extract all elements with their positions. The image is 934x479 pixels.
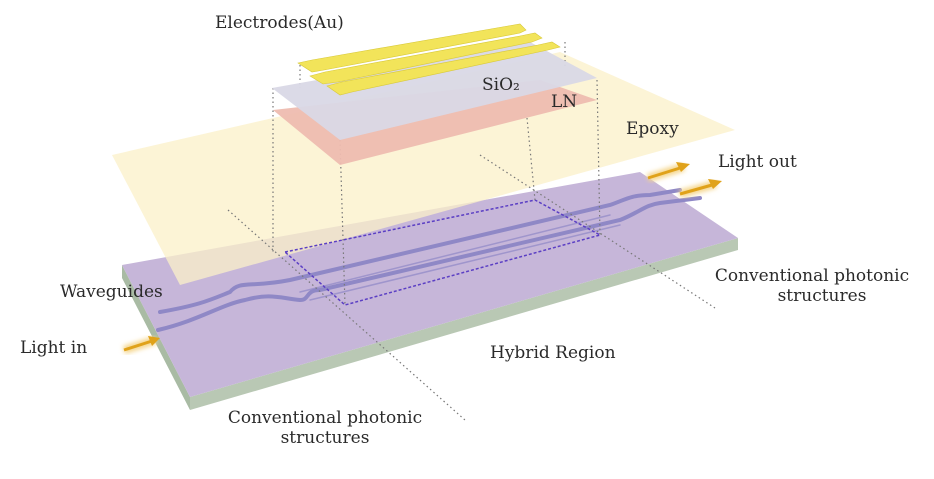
label-electrodes: Electrodes(Au) xyxy=(215,13,344,33)
label-sio2: SiO₂ xyxy=(482,75,520,95)
label-light-in: Light in xyxy=(20,338,88,358)
label-epoxy: Epoxy xyxy=(626,119,679,139)
label-conventional-right-line2: structures xyxy=(777,286,867,307)
label-conventional-bottom-line2: structures xyxy=(280,428,370,449)
electrodes xyxy=(297,23,561,96)
hybrid-region-box xyxy=(283,199,603,306)
label-conventional-right: Conventional photonic structures xyxy=(692,266,932,307)
label-waveguides: Waveguides xyxy=(60,282,163,302)
arrow-light-out-1 xyxy=(646,162,690,182)
arrow-light-in xyxy=(122,336,160,354)
sio2-layer xyxy=(272,42,597,140)
waveguides xyxy=(156,188,702,332)
label-ln: LN xyxy=(551,92,578,112)
epoxy-layer xyxy=(112,52,735,285)
arrow-light-out-2 xyxy=(678,179,722,198)
chip-side-long xyxy=(190,238,738,410)
label-conventional-bottom-line1: Conventional photonic xyxy=(227,408,423,428)
label-light-out: Light out xyxy=(718,152,797,172)
label-hybrid-region: Hybrid Region xyxy=(490,343,616,363)
label-conventional-bottom: Conventional photonic structures xyxy=(205,408,445,449)
label-conventional-right-line1: Conventional photonic xyxy=(714,266,910,286)
